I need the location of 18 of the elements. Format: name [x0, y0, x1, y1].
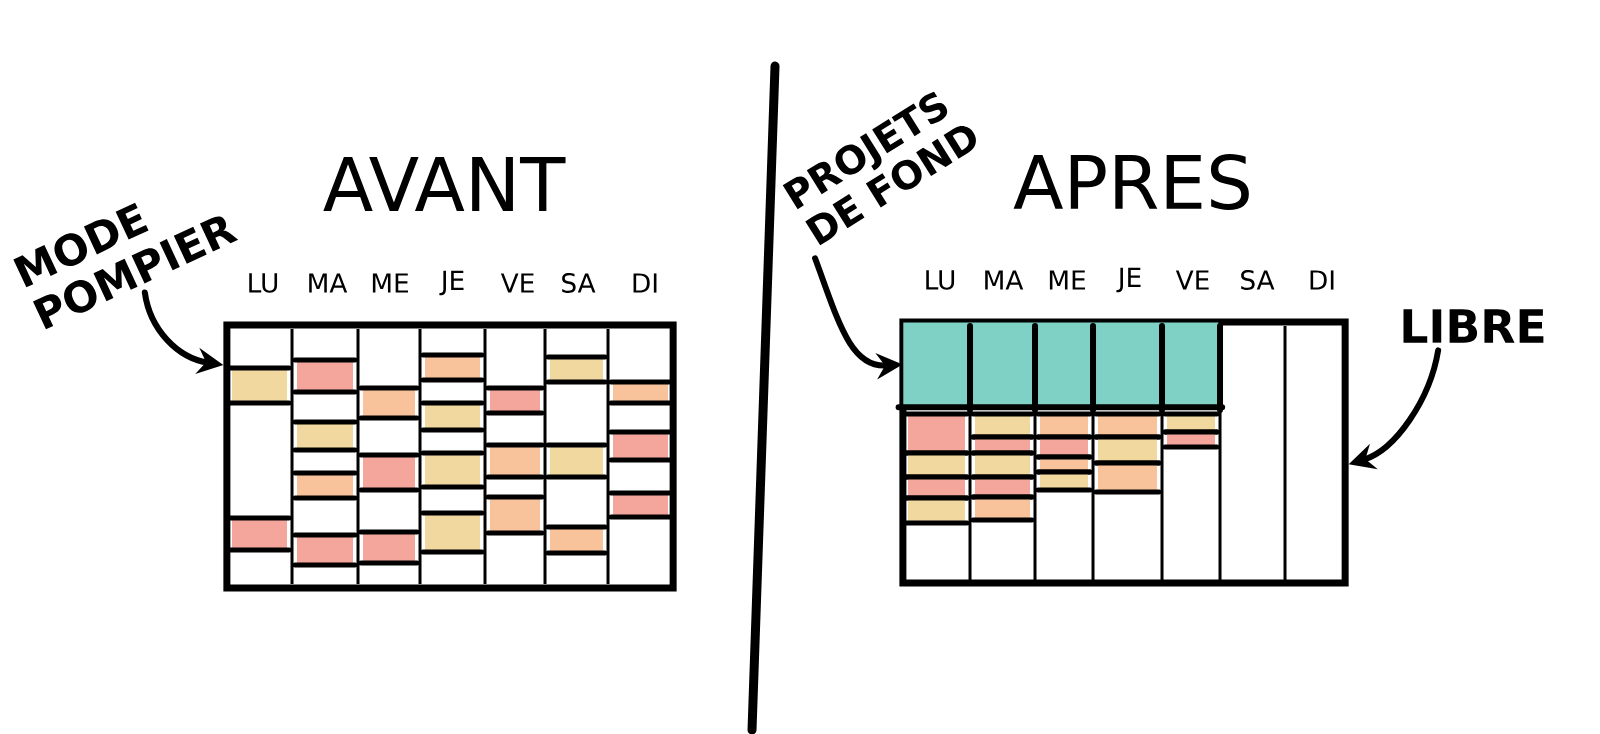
day-label: MA: [985, 270, 1024, 290]
day-label: MA: [309, 273, 348, 293]
day-label: JE: [1116, 267, 1141, 293]
handwritten-note: LIBRE: [1403, 309, 1544, 343]
day-label: ME: [1049, 270, 1085, 290]
day-label: VE: [500, 273, 534, 293]
heading: APRES: [1013, 154, 1249, 210]
day-label: LU: [926, 270, 955, 290]
day-label: LU: [249, 273, 278, 293]
day-label: JE: [439, 270, 464, 296]
project-band: [895, 322, 1226, 413]
day-label: SA: [562, 273, 596, 293]
day-label: VE: [1175, 270, 1209, 290]
day-label: SA: [1241, 270, 1275, 290]
day-label: DI: [1310, 270, 1334, 290]
day-label: ME: [372, 273, 408, 293]
heading: AVANT: [323, 157, 566, 211]
day-label: DI: [633, 273, 657, 293]
